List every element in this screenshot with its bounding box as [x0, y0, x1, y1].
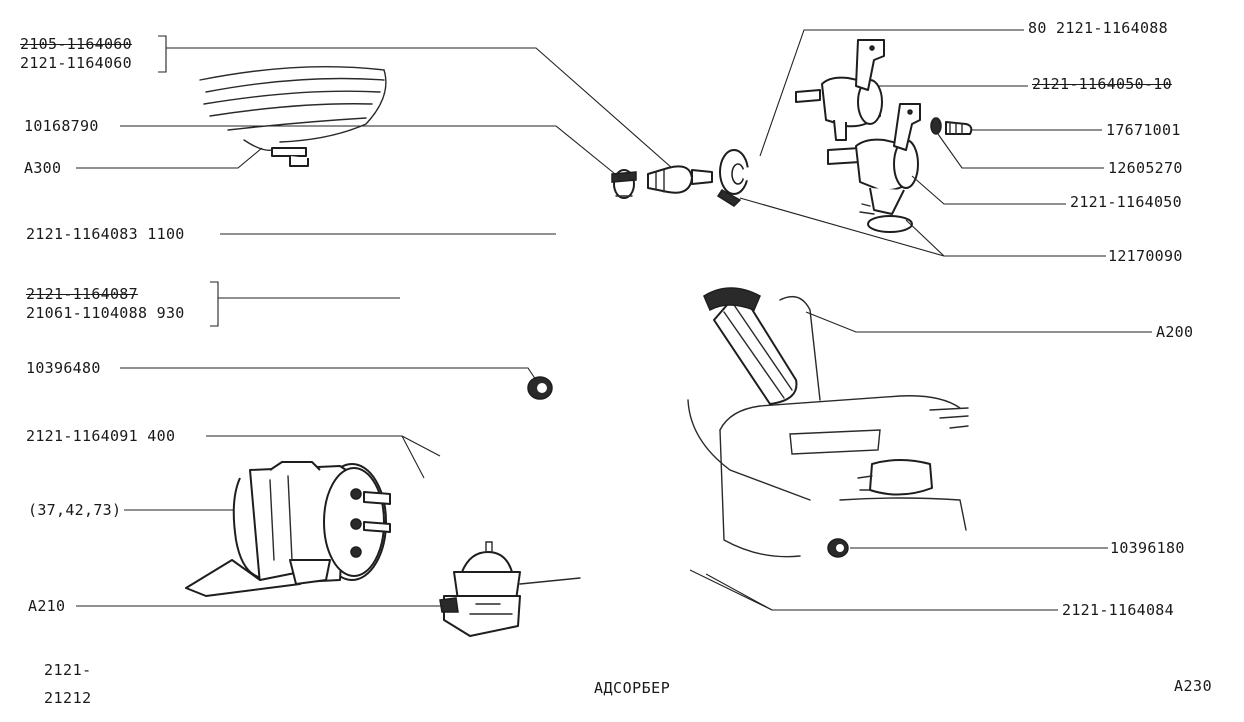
footer-model-bottom: 21212: [44, 689, 92, 707]
vacuum-valve: [439, 541, 521, 637]
bolt-17671001: [945, 121, 973, 135]
label-a200: A200: [1156, 323, 1194, 341]
label-2121-1164050-10: 2121-1164050-10: [1032, 75, 1172, 93]
label-2121-1164091-400: 2121-1164091 400: [26, 427, 176, 445]
hose-separator-loop: [554, 178, 662, 464]
air-filter-housing: [199, 65, 387, 167]
separator-upper: [795, 39, 885, 141]
label-10396480: 10396480: [26, 359, 101, 377]
page-code: A230: [1174, 677, 1213, 695]
label-17671001: 17671001: [1106, 121, 1181, 139]
leader-lines: [76, 29, 1152, 611]
bracket-clamp-12170090: [716, 149, 749, 207]
diagram-title: АДСОРБЕР: [594, 679, 671, 697]
label-a210: A210: [28, 597, 66, 615]
label-2121-1164050: 2121-1164050: [1070, 193, 1182, 211]
label-10396180: 10396180: [1110, 539, 1185, 557]
label-80-2121-1164088: 80 2121-1164088: [1028, 19, 1168, 37]
adsorber-canister: [185, 461, 391, 597]
hose-adsorber-outlet: [390, 430, 506, 535]
fuel-line-tube: [509, 433, 855, 585]
washer-12605270: [930, 117, 942, 135]
hose-air-filter-to-adsorber: [342, 150, 482, 458]
label-21061-1104088-930: 21061-1104088 930: [26, 304, 185, 322]
label-a300: A300: [24, 159, 62, 177]
label-2121-1164060: 2121-1164060: [20, 54, 132, 72]
label-10168790: 10168790: [24, 117, 99, 135]
gasket-10396180: [827, 538, 849, 558]
gasket-10396480: [527, 376, 553, 400]
label-2121-1164083-1100: 2121-1164083 1100: [26, 225, 185, 243]
label-2105-1164060: 2105-1164060: [20, 35, 132, 53]
separator-lower: [855, 103, 921, 233]
separator-tube: [741, 147, 861, 181]
fuel-tank: [686, 244, 969, 558]
label-37-42-73: (37,42,73): [28, 501, 122, 519]
label-2121-1164087: 2121-1164087: [26, 285, 138, 303]
check-valve: [647, 165, 713, 194]
footer-model-top: 2121-: [44, 661, 92, 679]
label-12170090: 12170090: [1108, 247, 1183, 265]
label-2121-1164084: 2121-1164084: [1062, 601, 1174, 619]
label-12605270: 12605270: [1108, 159, 1183, 177]
